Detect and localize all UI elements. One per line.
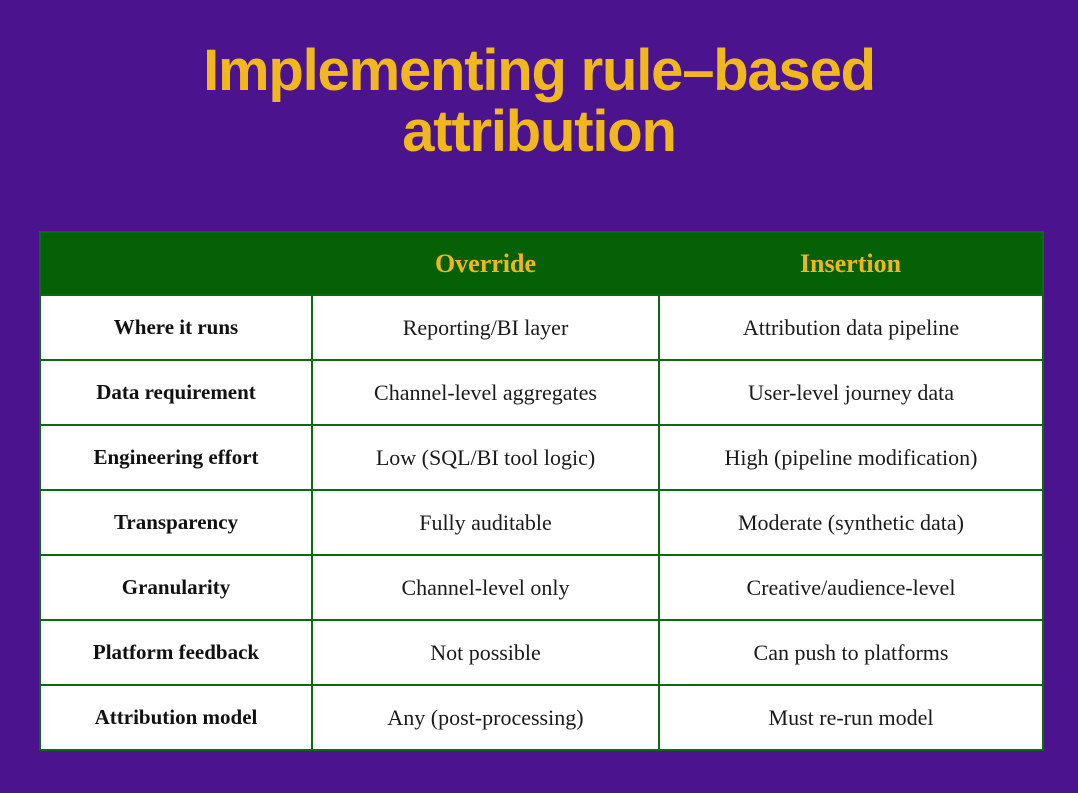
table-row: Data requirement Channel-level aggregate… [39,359,1044,426]
table-row: Granularity Channel-level only Creative/… [39,554,1044,621]
table-body: Where it runs Reporting/BI layer Attribu… [39,294,1044,751]
table-row: Transparency Fully auditable Moderate (s… [39,489,1044,556]
cell-override: Channel-level only [311,554,660,621]
cell-override: Any (post-processing) [311,684,660,751]
column-header-blank [40,232,312,295]
cell-insertion: User-level journey data [658,359,1044,426]
cell-override: Low (SQL/BI tool logic) [311,424,660,491]
table-header-row: Override Insertion [40,232,1043,295]
table-row: Attribution model Any (post-processing) … [39,684,1044,751]
table-row: Where it runs Reporting/BI layer Attribu… [39,294,1044,361]
row-label: Where it runs [39,294,313,361]
page-title: Implementing rule–based attribution [203,38,876,165]
row-label: Engineering effort [39,424,313,491]
table-row: Engineering effort Low (SQL/BI tool logi… [39,424,1044,491]
cell-insertion: Moderate (synthetic data) [658,489,1044,556]
cell-override: Fully auditable [311,489,660,556]
title-block: Implementing rule–based attribution [0,40,1078,163]
cell-insertion: Creative/audience-level [658,554,1044,621]
row-label: Transparency [39,489,313,556]
cell-override: Channel-level aggregates [311,359,660,426]
cell-insertion: Must re-run model [658,684,1044,751]
column-header-override: Override [434,248,537,278]
cell-insertion: Can push to platforms [658,619,1044,686]
row-label: Platform feedback [39,619,313,686]
comparison-table-container: Override Insertion Where it runs Reporti… [39,231,1044,751]
cell-override: Not possible [311,619,660,686]
row-label: Granularity [39,554,313,621]
cell-override: Reporting/BI layer [311,294,660,361]
comparison-table: Override Insertion Where it runs Reporti… [39,231,1044,751]
cell-insertion: Attribution data pipeline [658,294,1044,361]
table-row: Platform feedback Not possible Can push … [39,619,1044,686]
cell-insertion: High (pipeline modification) [658,424,1044,491]
row-label: Data requirement [39,359,313,426]
table-header: Override Insertion [40,232,1043,295]
row-label: Attribution model [39,684,313,751]
column-header-insertion: Insertion [799,248,902,278]
